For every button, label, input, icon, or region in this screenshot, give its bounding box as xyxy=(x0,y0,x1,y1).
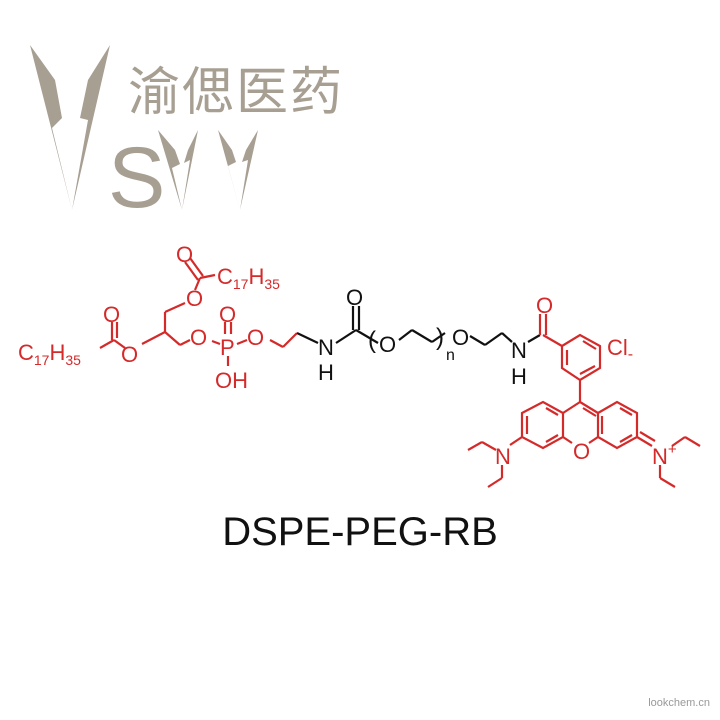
svg-text:n: n xyxy=(446,347,455,364)
company-name: 渝偲医药 xyxy=(128,63,345,123)
svg-text:N: N xyxy=(495,444,511,469)
lipid-bonds xyxy=(99,257,298,366)
watermark: lookchem.cn xyxy=(648,697,710,709)
svg-text:O: O xyxy=(103,302,120,327)
svg-text:O: O xyxy=(219,302,236,327)
svg-text:O: O xyxy=(190,325,207,350)
svg-text:O: O xyxy=(346,285,363,310)
svg-text:H: H xyxy=(511,364,527,389)
logo-s-letter: S xyxy=(108,130,165,226)
peg-atoms: O N H ( O ) n O N H xyxy=(318,285,527,389)
svg-text:N: N xyxy=(318,335,334,360)
svg-text:N: N xyxy=(511,338,527,363)
svg-text:O: O xyxy=(186,286,203,311)
svg-text:O: O xyxy=(121,342,138,367)
svg-text:O: O xyxy=(379,332,396,357)
svg-text:O: O xyxy=(247,325,264,350)
peg-bonds xyxy=(296,306,541,346)
svg-text:O: O xyxy=(573,439,590,464)
company-logo: S xyxy=(30,45,258,226)
svg-text:H: H xyxy=(318,360,334,385)
logo-v-mark xyxy=(30,45,110,210)
svg-text:OH: OH xyxy=(215,368,248,393)
svg-text:(: ( xyxy=(368,327,376,354)
svg-text:O: O xyxy=(536,293,553,318)
svg-text:N+: N+ xyxy=(652,441,677,469)
compound-name: DSPE-PEG-RB xyxy=(222,510,498,554)
lipid-atoms: O O O O O O P O OH C17H35 C17H35 xyxy=(18,242,280,393)
rhodamine-bonds xyxy=(467,314,701,488)
svg-text:C17H35: C17H35 xyxy=(18,340,81,368)
svg-text:P: P xyxy=(220,335,235,360)
logo-w-mark xyxy=(158,130,258,210)
svg-text:C17H35: C17H35 xyxy=(217,264,280,292)
svg-text:): ) xyxy=(436,324,444,351)
chloride-counterion: Cl- xyxy=(607,335,633,363)
rhodamine-atoms: O Cl- O N N+ xyxy=(495,293,677,469)
svg-text:O: O xyxy=(452,325,469,350)
svg-text:O: O xyxy=(176,242,193,267)
